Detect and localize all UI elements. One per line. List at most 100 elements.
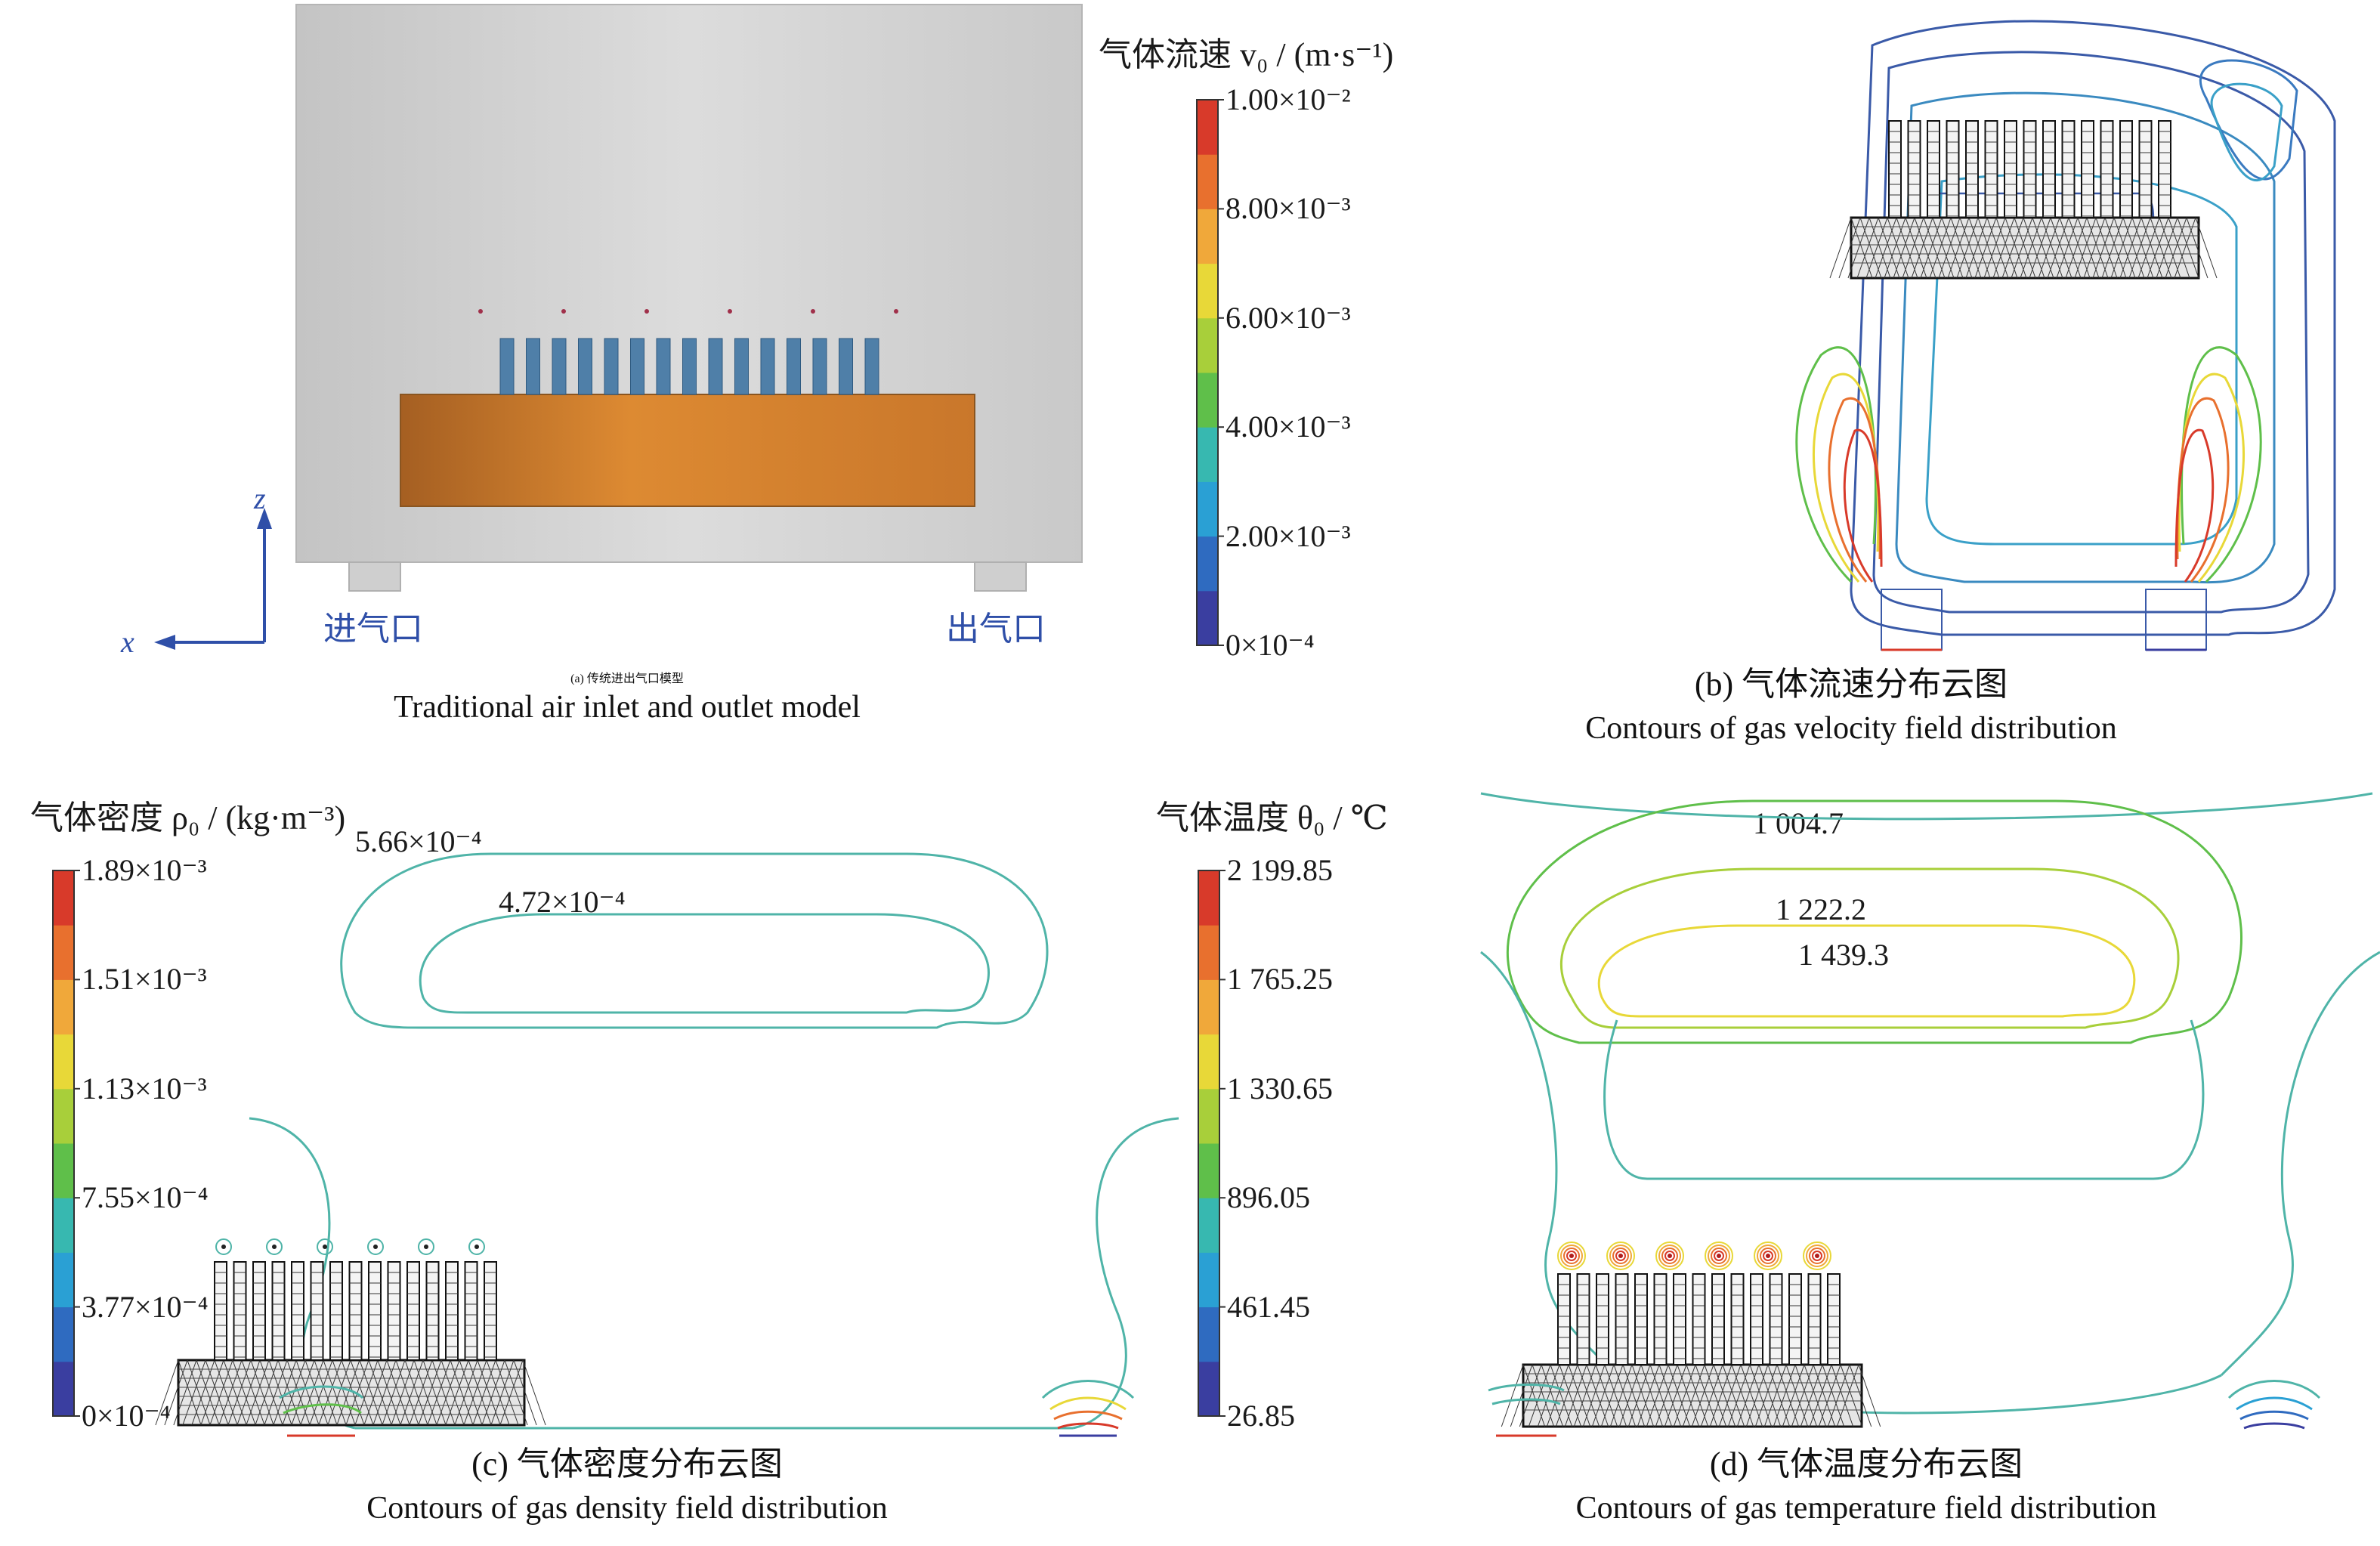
mesh-line <box>1691 1364 1714 1427</box>
heater-point <box>478 309 483 314</box>
temperature-ring <box>1557 1241 1586 1270</box>
mesh-fin <box>445 1261 459 1361</box>
outlet-contours-c <box>1041 1380 1135 1437</box>
colorbar-segment <box>1197 590 1218 646</box>
temperature-ring <box>1658 1245 1681 1267</box>
mesh-fin <box>252 1261 266 1361</box>
mesh-fin <box>2023 120 2037 218</box>
density-heater-contours <box>215 1238 485 1255</box>
mesh-line <box>2168 217 2190 279</box>
mesh-line <box>1727 1364 1751 1427</box>
mesh-fin <box>1788 1273 1802 1365</box>
mesh-fin <box>2004 120 2017 218</box>
colorbar-segment <box>1198 925 1219 980</box>
inlet-contours-d <box>1488 1384 1565 1437</box>
mesh-fin <box>1984 120 1998 218</box>
mesh-line <box>2119 217 2142 279</box>
fin <box>526 338 540 395</box>
mesh-fin <box>348 1261 363 1361</box>
temperature-ring <box>1566 1251 1577 1261</box>
mesh-line <box>1893 217 1915 279</box>
colorbar-tick-label: 1 330.65 <box>1227 1071 1333 1105</box>
mesh-line <box>1637 1364 1660 1427</box>
colorbar-segment <box>1197 481 1218 537</box>
heater-point <box>644 309 649 314</box>
density-contour-outer <box>340 852 1049 1029</box>
mesh-fin <box>2158 120 2171 218</box>
caption-a-zh: (a) 传统进出气口模型 <box>570 673 684 685</box>
colorbar-tick-label: 2 199.85 <box>1227 853 1333 887</box>
z-axis-arrow <box>257 508 272 529</box>
mesh-fin <box>1596 1273 1609 1365</box>
mesh-fin <box>291 1261 304 1361</box>
mesh-fin <box>2100 120 2114 218</box>
mesh-line <box>2077 217 2100 279</box>
mesh-line <box>1959 217 1982 279</box>
density-ring <box>418 1238 434 1255</box>
heater-points <box>478 309 898 314</box>
x-axis-label: x <box>121 625 134 659</box>
mesh-line <box>2140 217 2163 279</box>
mesh-line <box>2032 217 2054 279</box>
colorbar-segment <box>1197 100 1218 155</box>
colorbar-tick-label: 26.85 <box>1227 1399 1295 1433</box>
mesh-line <box>2165 217 2187 279</box>
colorbar-tick-label: 0×10⁻⁴ <box>82 1399 171 1433</box>
density-contour-side-right <box>1072 1117 1179 1430</box>
caption-c-en: Contours of gas density field distributi… <box>366 1491 888 1526</box>
mesh-fin <box>271 1261 286 1361</box>
mesh-line <box>1956 217 1979 279</box>
density-ring <box>266 1238 283 1255</box>
mesh-fin <box>2042 120 2056 218</box>
mesh-fin <box>1769 1273 1783 1365</box>
mesh-line <box>2195 217 2218 279</box>
mesh-line <box>1965 217 1988 279</box>
base-block <box>400 394 975 507</box>
fin <box>864 338 879 395</box>
inlet-port <box>348 561 401 592</box>
mesh-line <box>1875 217 1897 279</box>
mesh-fin <box>1576 1273 1590 1365</box>
colorbar-segment <box>53 1252 74 1308</box>
mesh-line <box>2023 217 2045 279</box>
colorbar-segment <box>53 870 74 926</box>
temperature-ring <box>1763 1251 1773 1261</box>
mesh-fin <box>1927 120 1940 218</box>
mesh-line <box>1627 1364 1651 1427</box>
fin <box>839 338 853 395</box>
heater-point <box>561 309 566 314</box>
caption-d-en: Contours of gas temperature field distri… <box>1575 1491 2157 1526</box>
mesh-fin <box>1946 120 1960 218</box>
mesh-fin <box>1653 1273 1668 1365</box>
colorbar-segment <box>53 1143 74 1198</box>
mesh-line <box>1865 217 1888 279</box>
density-ring <box>215 1238 232 1255</box>
mesh-line <box>1573 1364 1596 1427</box>
mesh-line <box>2065 217 2088 279</box>
mesh-line <box>2050 217 2072 279</box>
mesh-line <box>2004 217 2027 279</box>
colorbar-segment <box>1197 427 1218 482</box>
caption-b-en: Contours of gas velocity field distribut… <box>1585 711 2117 746</box>
mesh-line <box>2041 217 2063 279</box>
temperature-ring <box>1661 1248 1678 1264</box>
mesh-line <box>1510 1364 1533 1427</box>
mesh-line <box>173 1359 197 1426</box>
mesh-line <box>1829 217 1852 279</box>
mesh-fin <box>1807 1273 1822 1365</box>
temperature-contour-fin-zone <box>1603 1019 2205 1180</box>
mesh-line <box>1682 1364 1705 1427</box>
temperature-ring <box>1606 1241 1635 1270</box>
mesh-fin <box>425 1261 440 1361</box>
density-ring <box>367 1238 384 1255</box>
density-ring <box>468 1238 485 1255</box>
temperature-ring <box>1612 1248 1629 1264</box>
density-core <box>474 1245 479 1249</box>
mesh-line <box>155 1359 179 1426</box>
mesh-line <box>1849 1364 1872 1427</box>
colorbar-segment <box>1198 1088 1219 1144</box>
mesh-line <box>1840 1364 1863 1427</box>
fin <box>499 338 515 395</box>
temperature-core <box>1766 1254 1770 1258</box>
